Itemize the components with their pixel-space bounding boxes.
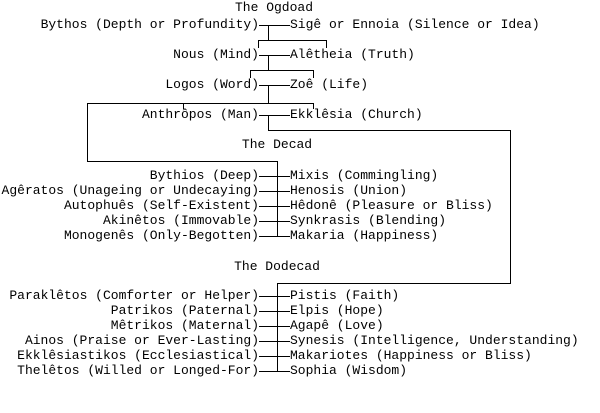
section-title-dodecad: The Dodecad [234,259,320,274]
dodecad-branch-bar [277,283,511,284]
child-drop [183,103,184,109]
child-drop [313,70,314,78]
marriage-line [259,191,290,192]
section-title-decad: The Decad [241,137,313,152]
aeon-label-left: Nous (Mind) [173,47,259,62]
aeon-label-right: Alêtheia (Truth) [290,47,415,62]
marriage-line [259,311,290,312]
aeon-label-right: Elpis (Hope) [290,303,384,318]
aeon-label-left: Agêratos (Unageing or Undecaying) [1,183,259,198]
aeon-label-right: Henosis (Union) [290,183,408,198]
decad-branch [87,103,88,161]
child-drop [313,103,314,109]
aeon-label-left: Bythos (Depth or Profundity) [40,17,259,32]
descent-line [268,55,269,70]
aeon-label-right: Synkrasis (Blending) [290,213,447,228]
dodecad-spine [277,283,278,371]
sibling-bar [250,70,314,71]
marriage-line [259,296,290,297]
child-drop [250,70,251,78]
marriage-line [259,85,290,86]
marriage-line [259,115,290,116]
marriage-line [259,55,290,56]
aeon-label-left: Autophuês (Self-Existent) [63,198,259,213]
aeon-label-left: Ainos (Praise or Ever-Lasting) [24,333,259,348]
dodecad-branch [510,130,511,283]
aeon-label-right: Hêdonê (Pleasure or Bliss) [290,198,493,213]
marriage-line [259,176,290,177]
descent-line [268,25,269,40]
decad-spine [277,161,278,236]
child-drop [326,40,327,48]
child-drop [258,40,259,48]
marriage-line [259,236,290,237]
aeon-label-left: Logos (Word) [165,77,259,92]
marriage-line [259,341,290,342]
aeon-label-right: Synesis (Intelligence, Understanding) [290,333,579,348]
aeon-label-right: Pistis (Faith) [290,288,400,303]
aeon-label-right: Makariotes (Happiness or Bliss) [290,348,532,363]
aeon-label-left: Ekklêsiastikos (Ecclesiastical) [17,348,259,363]
descent-line [268,115,269,130]
aeon-label-left: Bythios (Deep) [149,168,259,183]
aeon-label-right: Agapê (Love) [290,318,384,333]
marriage-line [259,326,290,327]
sibling-bar [258,40,327,41]
aeon-label-left: Anthrôpos (Man) [141,107,259,122]
marriage-line [259,371,290,372]
section-title-ogdoad: The Ogdoad [234,0,314,15]
decad-branch-bar [87,161,278,162]
marriage-line [259,206,290,207]
aeon-label-left: Mêtrikos (Maternal) [110,318,259,333]
dodecad-branch-bar [268,130,511,131]
aeon-label-right: Ekklêsia (Church) [290,107,423,122]
aeon-label-left: Paraklêtos (Comforter or Helper) [9,288,259,303]
aeon-label-left: Akinêtos (Immovable) [102,213,259,228]
aeon-label-right: Zoê (Life) [290,77,369,92]
aeon-label-left: Patrikos (Paternal) [110,303,259,318]
aeon-label-right: Mixis (Commingling) [290,168,439,183]
marriage-line [259,356,290,357]
descent-line [268,85,269,103]
aeon-label-right: Makaria (Happiness) [290,228,439,243]
aeon-label-left: Thelêtos (Willed or Longed-For) [17,363,259,378]
marriage-line [259,221,290,222]
aeon-label-left: Monogenês (Only-Begotten) [63,228,259,243]
sibling-bar [87,103,314,104]
aeon-label-right: Sophia (Wisdom) [290,363,408,378]
marriage-line [259,25,290,26]
aeon-label-right: Sigê or Ennoia (Silence or Idea) [290,17,540,32]
